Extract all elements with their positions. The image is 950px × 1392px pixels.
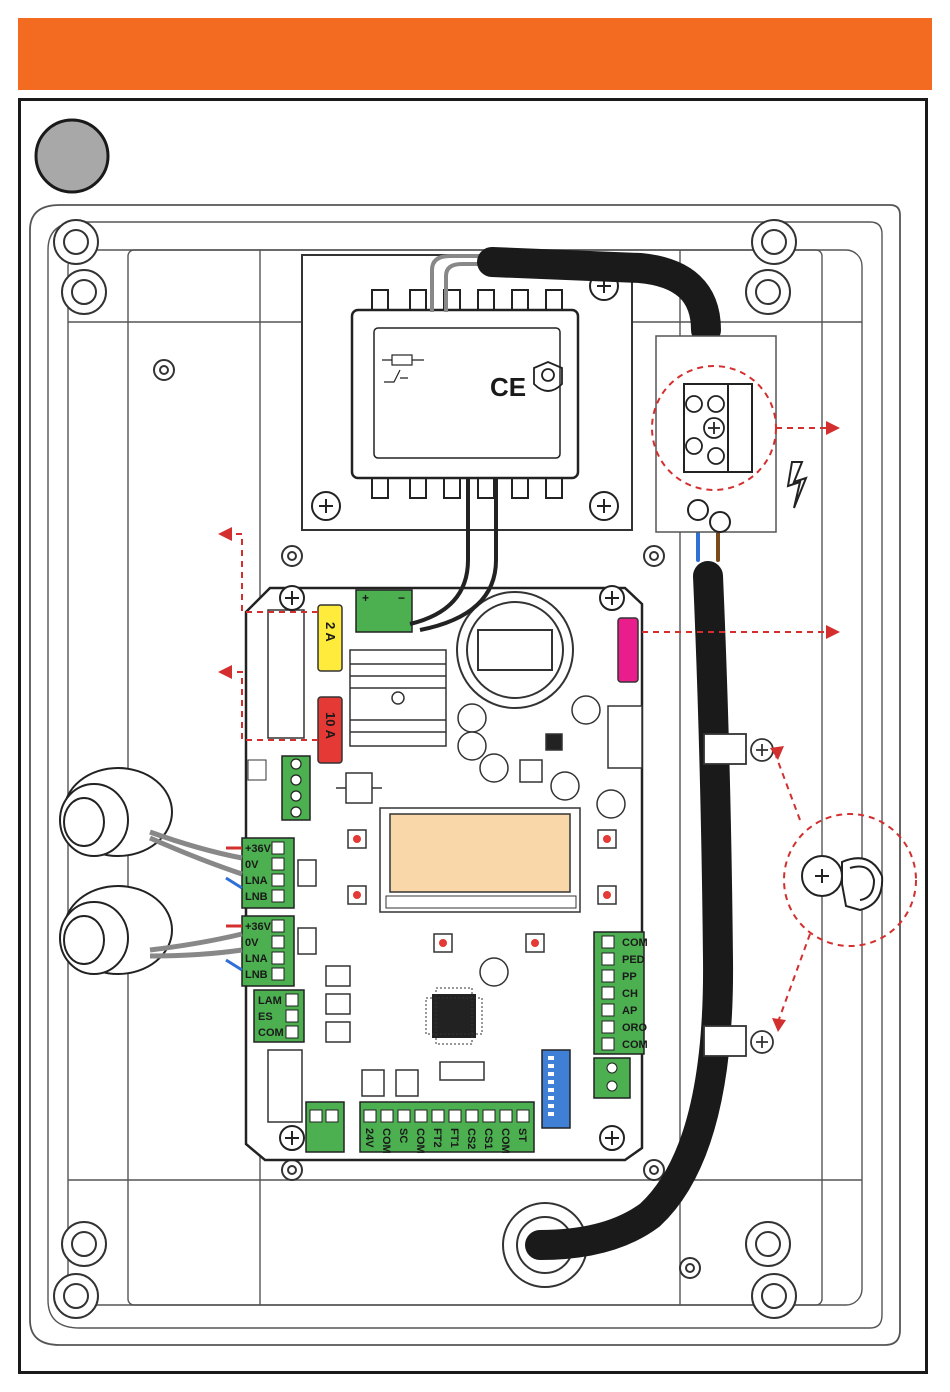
high-voltage-icon <box>788 462 806 508</box>
motor-cables <box>150 832 242 970</box>
fuse-2a: 2 A <box>318 605 342 671</box>
motor1-terminal-label: +36V <box>245 843 272 855</box>
ce-mark: CE <box>490 372 526 402</box>
fuse-10a-label: 10 A <box>323 712 338 740</box>
motor1-terminal-label: LNB <box>245 891 268 903</box>
lamp-terminal-label: ES <box>258 1011 273 1023</box>
input-terminal-label: COM <box>622 1039 648 1051</box>
bottom-terminal-label: CS2 <box>465 1128 477 1149</box>
heatsink <box>350 650 446 746</box>
input-terminal-label: ORO <box>622 1022 648 1034</box>
input-terminal-label: CH <box>622 988 638 1000</box>
motor1-terminal-block: +36V 0V LNA LNB <box>242 838 294 908</box>
lcd-display <box>380 808 580 912</box>
power-plus-label: + <box>362 591 369 605</box>
bottom-terminal-label: COM <box>499 1128 511 1154</box>
motor2-terminal-block: +36V 0V LNA LNB <box>242 916 294 986</box>
input-terminal-label: AP <box>622 1005 637 1017</box>
motor2-terminal-label: LNB <box>245 969 268 981</box>
bottom-terminal-label: SC <box>397 1128 409 1143</box>
motor2-terminal-label: +36V <box>245 921 272 933</box>
motor-encoder <box>60 768 172 974</box>
power-minus-label: − <box>398 591 405 605</box>
step-number-circle <box>36 120 108 192</box>
input-terminal-label: COM <box>622 937 648 949</box>
fuse-magenta <box>618 618 638 682</box>
bottom-terminal-label: 24V <box>363 1128 375 1148</box>
fuse-2a-label: 2 A <box>323 622 338 642</box>
lamp-terminal-label: LAM <box>258 995 282 1007</box>
bottom-terminal-label: FT2 <box>431 1128 443 1148</box>
motor1-terminal-label: 0V <box>245 859 259 871</box>
input-terminal-label: PP <box>622 971 637 983</box>
input-terminal-label: PED <box>622 954 645 966</box>
fuse-10a: 10 A <box>318 697 342 763</box>
power-input-connector: + − <box>356 590 412 632</box>
bottom-terminal-label: COM <box>380 1128 392 1154</box>
bottom-terminal-label: COM <box>414 1128 426 1154</box>
motor1-terminal-label: LNA <box>245 875 268 887</box>
dip-switch <box>542 1050 570 1128</box>
motor2-terminal-label: LNA <box>245 953 268 965</box>
bottom-terminal-label: CS1 <box>482 1128 494 1149</box>
microcontroller-chip <box>426 988 482 1044</box>
mains-terminal-block <box>656 336 776 532</box>
lamp-terminal-label: COM <box>258 1027 284 1039</box>
bottom-terminal-block: 24V COM SC COM FT2 FT1 CS2 CS1 COM ST <box>306 1102 534 1154</box>
lamp-terminal-block: LAM ES COM <box>254 990 304 1042</box>
clamp-detail-inset <box>802 856 882 910</box>
bottom-terminal-label: ST <box>516 1128 528 1142</box>
motor2-terminal-label: 0V <box>245 937 259 949</box>
control-board: 2 A 10 A + − <box>242 586 648 1160</box>
bottom-terminal-label: FT1 <box>448 1128 460 1148</box>
